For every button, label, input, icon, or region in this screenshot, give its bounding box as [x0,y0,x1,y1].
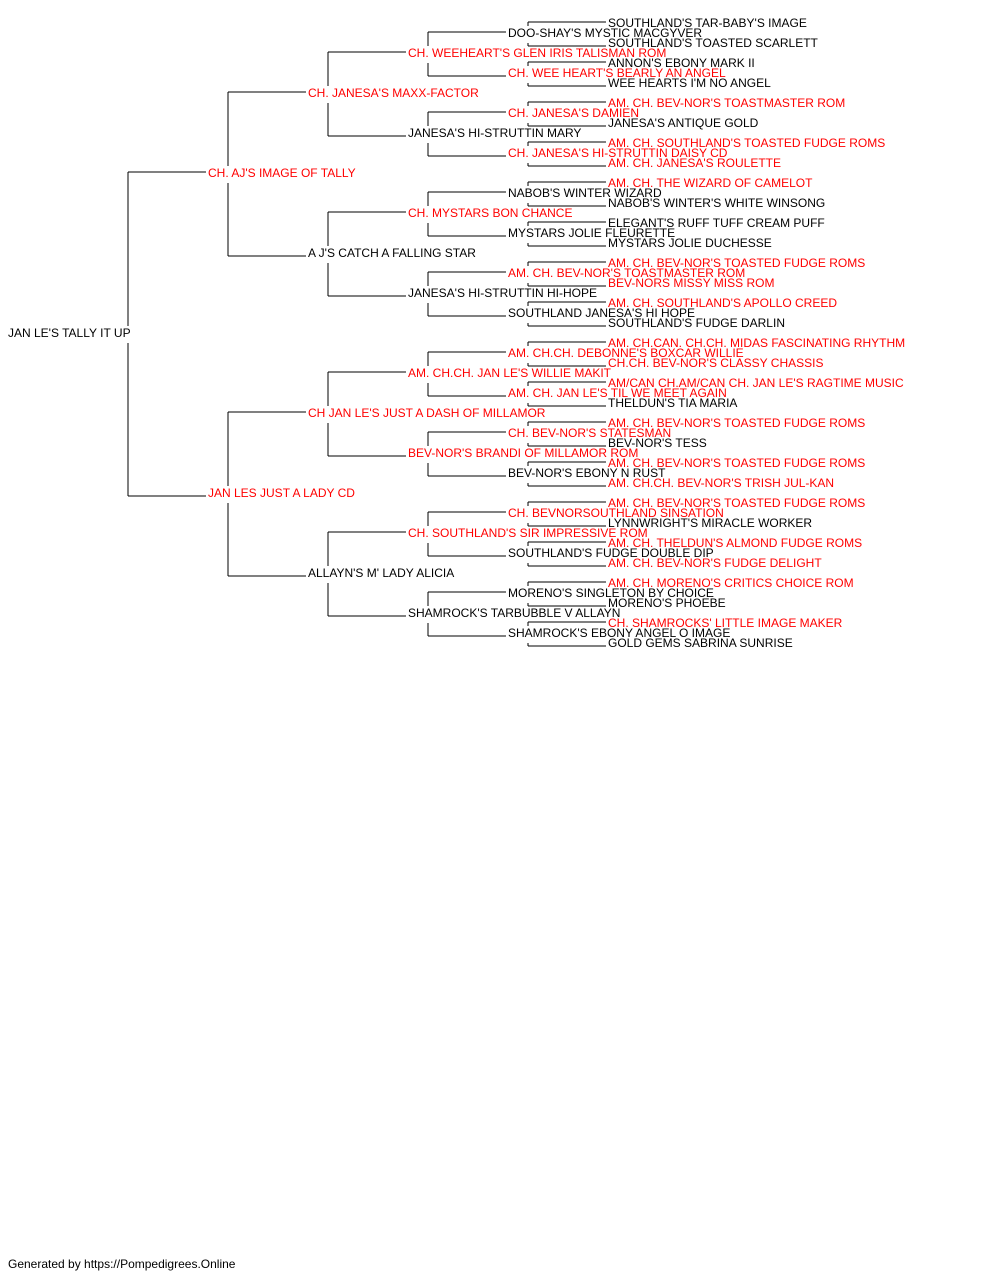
dog-name-gen4-sire: CH. BEV-NOR'S STATESMAN [508,426,672,440]
dog-name-gen5-sire: AM. CH. THELDUN'S ALMOND FUDGE ROMS [608,536,863,550]
dog-name-gen3-sire: CH. SOUTHLAND'S SIR IMPRESSIVE ROM [408,526,648,540]
dog-name-gen4-dam: CH. WEE HEART'S BEARLY AN ANGEL [508,66,726,80]
dog-name-gen5-dam: AM. CH. BEV-NOR'S FUDGE DELIGHT [608,556,822,570]
dog-name-gen5-dam: BEV-NOR'S TESS [608,436,707,450]
dog-name-gen5-dam: BEV-NORS MISSY MISS ROM [608,276,775,290]
dog-name-gen5-sire: ANNON'S EBONY MARK II [608,56,755,70]
dog-name-gen4-dam: SOUTHLAND JANESA'S HI HOPE [508,306,695,320]
dog-name-gen5-sire: AM. CH. THE WIZARD OF CAMELOT [608,176,813,190]
dog-name-gen0-subject: JAN LE'S TALLY IT UP [8,326,131,340]
dog-name-gen3-sire: CH. MYSTARS BON CHANCE [408,206,573,220]
dog-name-gen4-sire: DOO-SHAY'S MYSTIC MACGYVER [508,26,703,40]
dog-name-gen4-dam: SOUTHLAND'S FUDGE DOUBLE DIP [508,546,714,560]
dog-name-gen5-dam: SOUTHLAND'S TOASTED SCARLETT [608,36,818,50]
dog-name-gen3-dam: SHAMROCK'S TARBUBBLE V ALLAYN [408,606,621,620]
dog-name-gen4-dam: CH. JANESA'S HI-STRUTTIN DAISY CD [508,146,728,160]
dog-name-gen5-sire: AM. CH.CAN. CH.CH. MIDAS FASCINATING RHY… [608,336,906,350]
dog-name-gen5-sire: AM. CH. BEV-NOR'S TOASTED FUDGE ROMS [608,256,866,270]
dog-name-gen5-dam: JANESA'S ANTIQUE GOLD [608,116,759,130]
dog-name-gen4-sire: CH. JANESA'S DAMIEN [508,106,639,120]
dog-name-gen2-dam: ALLAYN'S M' LADY ALICIA [308,566,455,580]
dog-name-gen5-sire: AM/CAN CH.AM/CAN CH. JAN LE'S RAGTIME MU… [608,376,904,390]
dog-name-gen3-dam: BEV-NOR'S BRANDI OF MILLAMOR ROM [408,446,639,460]
generated-by-footer: Generated by https://Pompedigrees.Online [8,1257,236,1271]
dog-name-gen5-sire: AM. CH. BEV-NOR'S TOASTED FUDGE ROMS [608,416,866,430]
dog-name-gen4-dam: SHAMROCK'S EBONY ANGEL O IMAGE [508,626,731,640]
dog-name-gen3-dam: JANESA'S HI-STRUTTIN HI-HOPE [408,286,597,300]
dog-name-gen5-sire: CH. SHAMROCKS' LITTLE IMAGE MAKER [608,616,843,630]
dog-name-gen4-sire: NABOB'S WINTER WIZARD [508,186,662,200]
dog-name-gen5-sire: AM. CH. SOUTHLAND'S APOLLO CREED [608,296,838,310]
dog-name-gen3-sire: CH. WEEHEART'S GLEN IRIS TALISMAN ROM [408,46,667,60]
dog-name-gen4-dam: AM. CH. JAN LE'S TIL WE MEET AGAIN [508,386,727,400]
dog-name-gen1-sire: CH. AJ'S IMAGE OF TALLY [208,166,356,180]
dog-name-gen5-sire: AM. CH. SOUTHLAND'S TOASTED FUDGE ROMS [608,136,886,150]
dog-name-gen5-sire: AM. CH. BEV-NOR'S TOASTED FUDGE ROMS [608,496,866,510]
dog-name-gen4-sire: AM. CH. BEV-NOR'S TOASTMASTER ROM [508,266,746,280]
dog-name-gen5-dam: LYNNWRIGHT'S MIRACLE WORKER [608,516,813,530]
dog-name-gen3-dam: JANESA'S HI-STRUTTIN MARY [408,126,582,140]
dog-name-gen5-dam: WEE HEARTS I'M NO ANGEL [608,76,771,90]
dog-name-gen5-dam: AM. CH.CH. BEV-NOR'S TRISH JUL-KAN [608,476,835,490]
dog-name-gen5-dam: MORENO'S PHOEBE [608,596,726,610]
dog-name-gen4-sire: AM. CH.CH. DEBONNE'S BOXCAR WILLIE [508,346,744,360]
dog-name-gen5-dam: MYSTARS JOLIE DUCHESSE [608,236,772,250]
dog-name-gen5-dam: THELDUN'S TIA MARIA [608,396,738,410]
dog-name-gen5-sire: AM. CH. BEV-NOR'S TOASTED FUDGE ROMS [608,456,866,470]
dog-name-gen5-dam: SOUTHLAND'S FUDGE DARLIN [608,316,785,330]
dog-name-gen4-dam: BEV-NOR'S EBONY N RUST [508,466,666,480]
dog-name-gen5-sire: ELEGANT'S RUFF TUFF CREAM PUFF [608,216,825,230]
dog-name-gen2-sire: CH. JANESA'S MAXX-FACTOR [308,86,479,100]
dog-name-gen3-sire: AM. CH.CH. JAN LE'S WILLIE MAKIT [408,366,611,380]
dog-name-gen1-dam: JAN LES JUST A LADY CD [208,486,355,500]
dog-name-gen2-sire: CH JAN LE'S JUST A DASH OF MILLAMOR [308,406,546,420]
dog-name-gen2-dam: A J'S CATCH A FALLING STAR [308,246,476,260]
dog-name-gen5-dam: GOLD GEMS SABRINA SUNRISE [608,636,793,650]
dog-name-gen5-dam: NABOB'S WINTER'S WHITE WINSONG [608,196,826,210]
dog-name-gen4-dam: MYSTARS JOLIE FLEURETTE [508,226,676,240]
dog-name-gen5-dam: CH.CH. BEV-NOR'S CLASSY CHASSIS [608,356,824,370]
dog-name-gen5-sire: SOUTHLAND'S TAR-BABY'S IMAGE [608,16,807,30]
dog-name-gen5-sire: AM. CH. BEV-NOR'S TOASTMASTER ROM [608,96,846,110]
dog-name-gen4-sire: MORENO'S SINGLETON BY CHOICE [508,586,714,600]
dog-name-gen5-sire: AM. CH. MORENO'S CRITICS CHOICE ROM [608,576,854,590]
dog-name-gen4-sire: CH. BEVNORSOUTHLAND SINSATION [508,506,724,520]
dog-name-gen5-dam: AM. CH. JANESA'S ROULETTE [608,156,781,170]
